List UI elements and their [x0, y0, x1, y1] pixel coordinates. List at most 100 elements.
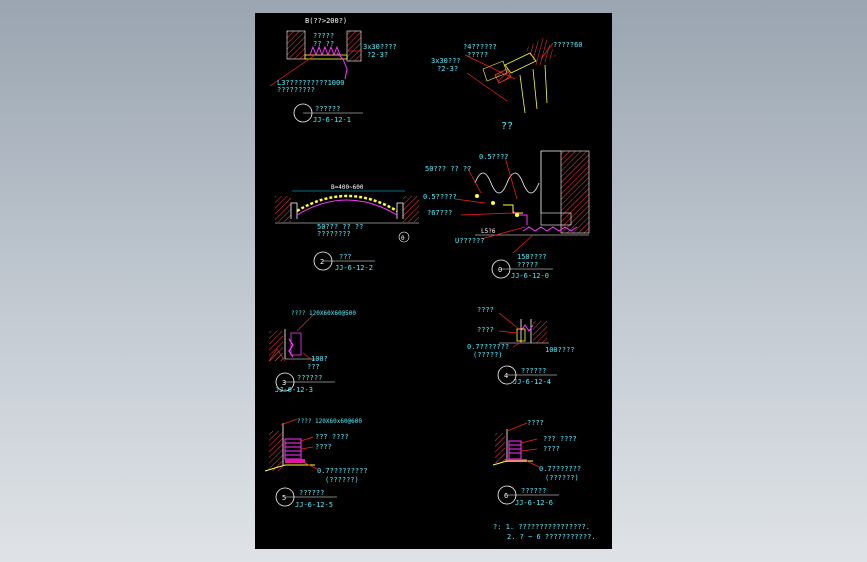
d1-label: ??????	[315, 105, 340, 113]
d0-wall	[560, 150, 590, 234]
d4-callout-4: (?????)	[473, 351, 503, 359]
dtop-callout-1: ?4??????	[463, 43, 497, 51]
d1-callout-1: ?????	[313, 32, 334, 40]
d3-brush-body	[290, 332, 302, 356]
d0-seal	[512, 210, 528, 225]
d5-callout-5: (??????)	[325, 476, 359, 484]
d0-number: 0	[498, 266, 502, 274]
d6-leader	[506, 422, 528, 432]
d4-leader	[512, 340, 524, 348]
d0-leader	[480, 226, 526, 240]
d5-leader	[280, 418, 298, 426]
d2-arch	[296, 194, 398, 213]
d0-callout-5: L5?6	[481, 228, 496, 235]
d5-label: ??????	[299, 489, 324, 497]
d3-callout-3: ???	[307, 363, 320, 371]
d2-dim: B=400~600	[331, 184, 364, 191]
d3-label: ??????	[297, 374, 322, 382]
d4-code: JJ-6-12-4	[513, 378, 551, 386]
d5-code: JJ-6-12-5	[295, 501, 333, 509]
d5-number: 5	[282, 494, 286, 502]
d6-callout-3: ????	[543, 445, 560, 453]
detail-6: ???? ??? ???? ???? 0.7??????? (??????) 6…	[492, 419, 581, 507]
d2-number: 2	[320, 258, 324, 266]
d1-callout-5: L3??????????1000	[277, 79, 344, 87]
d6-leader	[526, 460, 540, 468]
d0-leader	[512, 234, 534, 254]
d5-wall	[269, 431, 283, 471]
d2-frame-right	[396, 202, 404, 219]
d0-point	[515, 213, 519, 217]
d3-callout-1: ???? 120X60X60@500	[291, 310, 356, 317]
d2-wall-right	[403, 196, 419, 222]
d1-wall-right	[346, 30, 362, 62]
d0-leader	[466, 166, 482, 194]
d1-leader	[269, 54, 316, 87]
d4-label: ??????	[521, 367, 546, 375]
dtop-frame-line	[532, 68, 538, 110]
d0-callout-4: ?67???	[427, 209, 452, 217]
d2-sub-marker	[398, 231, 410, 243]
d4-number: 4	[504, 372, 508, 380]
dtop-callout-3: 3x30???	[431, 57, 461, 65]
dtop-callout-4: ?2-3?	[437, 65, 458, 73]
drawing-sheet: B(??>200?) ????? ?? ?? 3x30???? ?2-3? L3…	[255, 13, 612, 549]
d5-callout-1: ???? 120X60x60@600	[297, 418, 362, 425]
d0-leader	[504, 156, 518, 200]
d6-wall	[495, 433, 505, 463]
d2-callout-1: 50??? ?? ??	[317, 223, 363, 231]
d1-callout-4: ?2-3?	[367, 51, 388, 59]
d0-leader	[460, 212, 514, 216]
d6-brush-body	[508, 440, 522, 460]
d1-callout-2: ?? ??	[313, 40, 334, 48]
d4-brush	[520, 324, 534, 332]
d3-leader	[296, 314, 314, 332]
d4-callout-3: 0.7???????	[467, 343, 509, 351]
note-line-1: ?: 1. ????????????????.	[493, 523, 590, 531]
d5-leader	[304, 462, 318, 470]
d4-leader	[498, 330, 518, 334]
notes: ?: 1. ????????????????. 2. ? ~ 6 ???????…	[493, 523, 596, 541]
d0-bracket	[503, 204, 523, 214]
d0-frame	[540, 150, 561, 213]
d0-callout-1: 50??? ?? ??	[425, 165, 471, 173]
detail-3: ???? 120X60X60@500 100? ??? 3 ?????? JJ-…	[268, 310, 356, 394]
d6-callout-1: ????	[527, 419, 544, 427]
dtop-leader	[466, 72, 508, 102]
dtop-wall	[525, 36, 557, 68]
d5-brush-lines	[285, 442, 301, 456]
detail-4: ???? ???? 0.7??????? (?????) 100???? 4 ?…	[467, 306, 575, 386]
d5-leader	[300, 436, 314, 442]
d2-callout-2: ????????	[317, 230, 351, 238]
detail-0: 50??? ?? ?? 0.5???? 0.5????? ?67??? L5?6…	[423, 150, 590, 280]
detail-2: B=400~600 0 50??? ?? ?? ???????? 2 ??? J…	[275, 184, 419, 272]
d1-code: JJ-6-12-1	[313, 116, 351, 124]
dtop-leader	[540, 42, 554, 60]
d5-callout-4: 0.7?????????	[317, 467, 368, 475]
d0-label: ?????	[517, 261, 538, 269]
d6-callout-2: ??? ????	[543, 435, 577, 443]
dtop-frame-line	[544, 64, 548, 104]
detail-top-right: ?4?????? ????? 3x30??? ?2-3? ?????60 ??	[431, 36, 583, 132]
d1-frame	[304, 54, 348, 60]
d0-profile	[540, 212, 572, 226]
d2-code: JJ-6-12-2	[335, 264, 373, 272]
dtop-panel	[482, 60, 508, 82]
dtop-callout-5: ?????60	[553, 41, 583, 49]
d6-code: JJ-6-12-6	[515, 499, 553, 507]
cad-drawing: B(??>200?) ????? ?? ?? 3x30???? ?2-3? L3…	[264, 17, 596, 541]
d1-brush	[309, 45, 341, 57]
d5-callout-3: ????	[315, 443, 332, 451]
detail-5: ???? 120X60x60@600 ??? ???? ???? 0.7????…	[264, 418, 368, 509]
d0-code: JJ-6-12-0	[511, 272, 549, 280]
d6-brush-lines	[509, 444, 521, 454]
d0-callout-6: U??????	[455, 237, 485, 245]
dtop-callout-2: ?????	[467, 51, 488, 59]
d5-brush-body	[284, 438, 302, 460]
d0-leader	[454, 198, 486, 204]
d3-callout-2: 100?	[311, 355, 328, 363]
d6-leader	[520, 438, 538, 444]
detail-1: B(??>200?) ????? ?? ?? 3x30???? ?2-3? L3…	[269, 17, 397, 124]
dtop-frame	[504, 52, 537, 74]
d2-label: ???	[339, 253, 352, 261]
